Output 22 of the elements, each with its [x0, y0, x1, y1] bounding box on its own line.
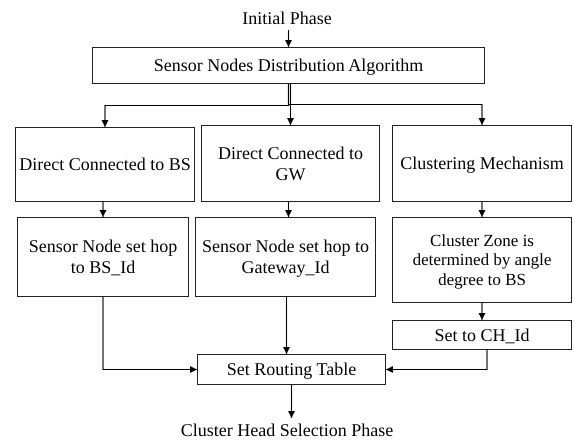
process-box: Direct Connected to GW — [201, 125, 380, 202]
arrow — [285, 202, 292, 217]
arrow — [100, 202, 106, 217]
arrow — [288, 84, 486, 125]
arrow — [478, 202, 486, 217]
arrow — [285, 30, 292, 47]
arrow — [102, 297, 197, 373]
process-box: Cluster Zone is determined by angle degree to BS — [392, 217, 572, 303]
process-box: Direct Connected to BS — [15, 127, 195, 202]
arrow — [283, 297, 290, 354]
phase-label: Initial Phase — [217, 6, 357, 30]
arrow — [287, 84, 294, 125]
process-box: Sensor Node set hop to Gateway_Id — [195, 217, 376, 297]
arrow — [386, 350, 488, 373]
process-box: Set Routing Table — [197, 354, 386, 385]
process-box: Clustering Mechanism — [392, 125, 572, 202]
phase-label: Cluster Head Selection Phase — [167, 418, 407, 442]
arrow — [478, 303, 486, 320]
process-box: Set to CH_Id — [392, 320, 572, 350]
process-box: Sensor Nodes Distribution Algorithm — [92, 47, 485, 84]
process-box: Sensor Node set hop to BS_Id — [17, 217, 189, 297]
arrow — [288, 385, 295, 418]
